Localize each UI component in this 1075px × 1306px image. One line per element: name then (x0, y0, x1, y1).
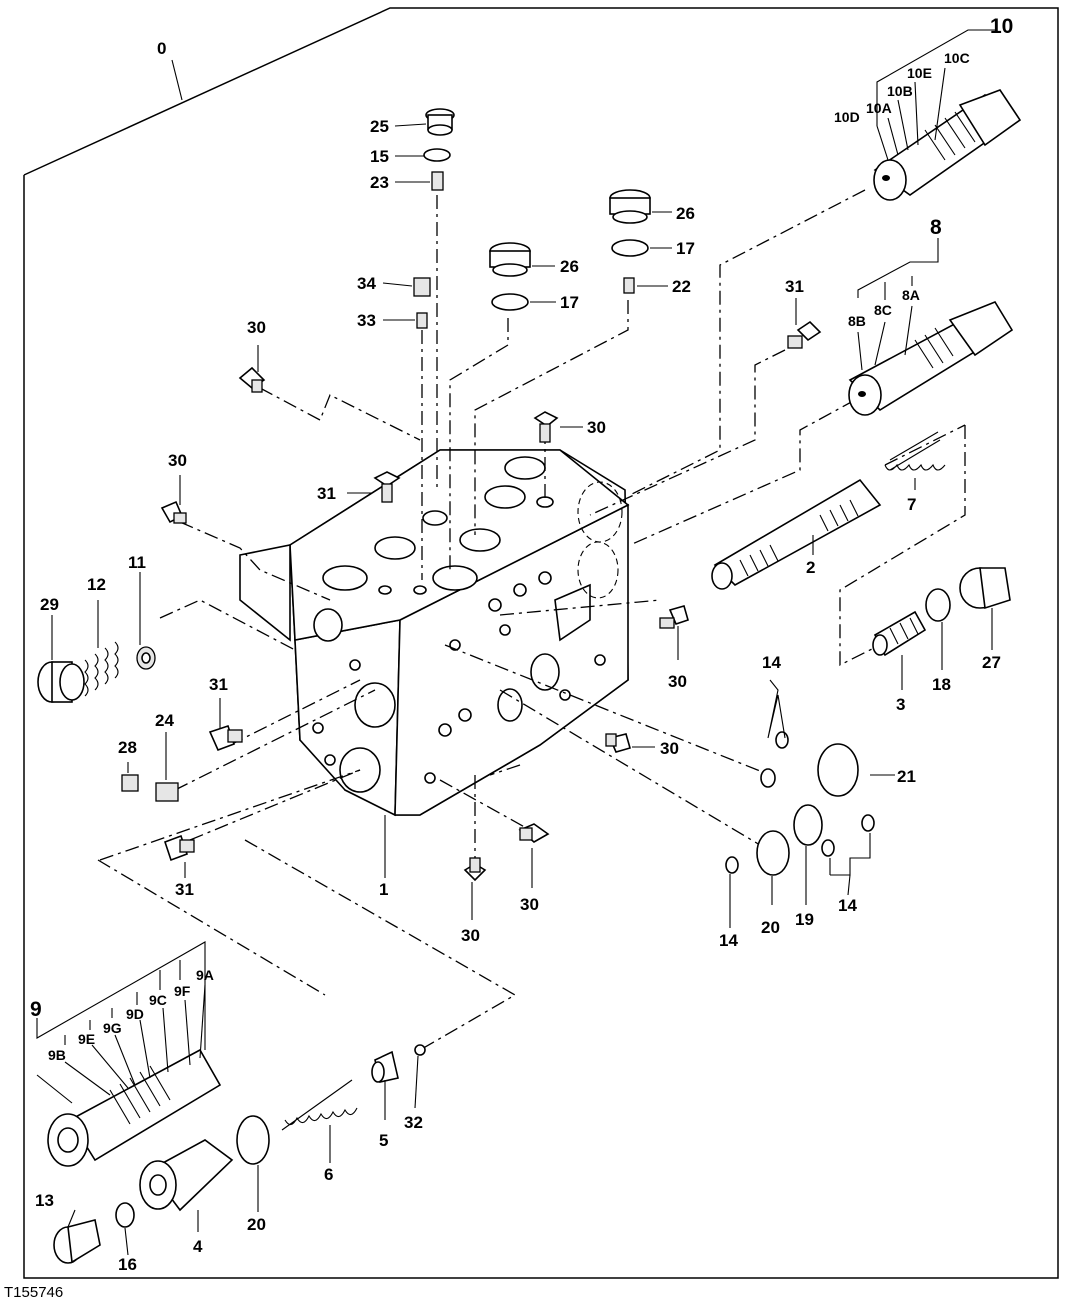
callout-10b: 10B (887, 83, 913, 99)
callout-5: 5 (379, 1131, 388, 1150)
callout-30-g: 30 (461, 926, 480, 945)
callout-27: 27 (982, 653, 1001, 672)
callout-7: 7 (907, 495, 916, 514)
callout-24: 24 (155, 711, 174, 730)
callout-26-a: 26 (676, 204, 695, 223)
callout-4: 4 (193, 1237, 203, 1256)
callout-25: 25 (370, 117, 389, 136)
callout-10d: 10D (834, 109, 860, 125)
callout-9d: 9D (126, 1006, 144, 1022)
callout-30-e: 30 (660, 739, 679, 758)
assembly-frame (23, 7, 1059, 1279)
callout-8b: 8B (848, 313, 866, 329)
callout-1: 1 (379, 880, 388, 899)
left-parts (37, 641, 179, 802)
callout-9f: 9F (174, 983, 191, 999)
callout-8: 8 (930, 216, 942, 239)
callout-32: 32 (404, 1113, 423, 1132)
callout-19: 19 (795, 910, 814, 929)
callout-9: 9 (30, 998, 42, 1021)
callout-18: 18 (932, 675, 951, 694)
callout-20-b: 20 (247, 1215, 266, 1234)
top-plugs (413, 108, 651, 329)
seals (725, 731, 875, 876)
callout-31-d: 31 (175, 880, 194, 899)
callout-20-a: 20 (761, 918, 780, 937)
callout-31-c: 31 (209, 675, 228, 694)
callout-6: 6 (324, 1165, 333, 1184)
callout-22: 22 (672, 277, 691, 296)
callout-30-c: 30 (168, 451, 187, 470)
callout-labels: 0 10 10C 10E 10B 10A 10D 25 15 23 26 17 … (30, 15, 1013, 1274)
callout-8a: 8A (902, 287, 920, 303)
callout-28: 28 (118, 738, 137, 757)
callout-14-a: 14 (762, 653, 781, 672)
callout-21: 21 (897, 767, 916, 786)
callout-8c: 8C (874, 302, 892, 318)
callout-2: 2 (806, 558, 815, 577)
callout-0: 0 (157, 39, 166, 58)
screws (160, 320, 822, 882)
callout-34: 34 (357, 274, 376, 293)
callout-15: 15 (370, 147, 389, 166)
callout-30-a: 30 (247, 318, 266, 337)
figure-id: T155746 (4, 1284, 63, 1301)
callout-9e: 9E (78, 1031, 95, 1047)
valve-body (239, 449, 630, 817)
assembly-lines (97, 189, 966, 1051)
callout-13: 13 (35, 1191, 54, 1210)
callout-31-a: 31 (785, 277, 804, 296)
callout-10a: 10A (866, 100, 892, 116)
callout-9b: 9B (48, 1047, 66, 1063)
callout-16: 16 (118, 1255, 137, 1274)
callout-30-b: 30 (587, 418, 606, 437)
callout-30-d: 30 (668, 672, 687, 691)
callout-30-f: 30 (520, 895, 539, 914)
callout-14-c: 14 (719, 931, 738, 950)
callout-14-b: 14 (838, 896, 857, 915)
callout-11: 11 (128, 553, 146, 572)
valve-assembly-9 (47, 1044, 426, 1264)
callout-9g: 9G (103, 1020, 122, 1036)
callout-33: 33 (357, 311, 376, 330)
callout-31-b: 31 (317, 484, 336, 503)
valve-assembly-8 (848, 301, 1014, 416)
callout-17-a: 17 (676, 239, 695, 258)
callout-29: 29 (40, 595, 59, 614)
callout-10c: 10C (944, 50, 970, 66)
callout-12: 12 (87, 575, 106, 594)
callout-23: 23 (370, 173, 389, 192)
leader-lines (36, 29, 995, 1256)
callout-26-b: 26 (560, 257, 579, 276)
callout-9c: 9C (149, 992, 167, 1008)
spool-and-plugs (711, 431, 1011, 657)
callout-3: 3 (896, 695, 905, 714)
leader-0 (171, 59, 183, 101)
callout-10: 10 (990, 15, 1013, 38)
callout-9a: 9A (196, 967, 214, 983)
valve-assembly-10 (873, 89, 1022, 201)
callout-10e: 10E (907, 65, 932, 81)
callout-17-b: 17 (560, 293, 579, 312)
